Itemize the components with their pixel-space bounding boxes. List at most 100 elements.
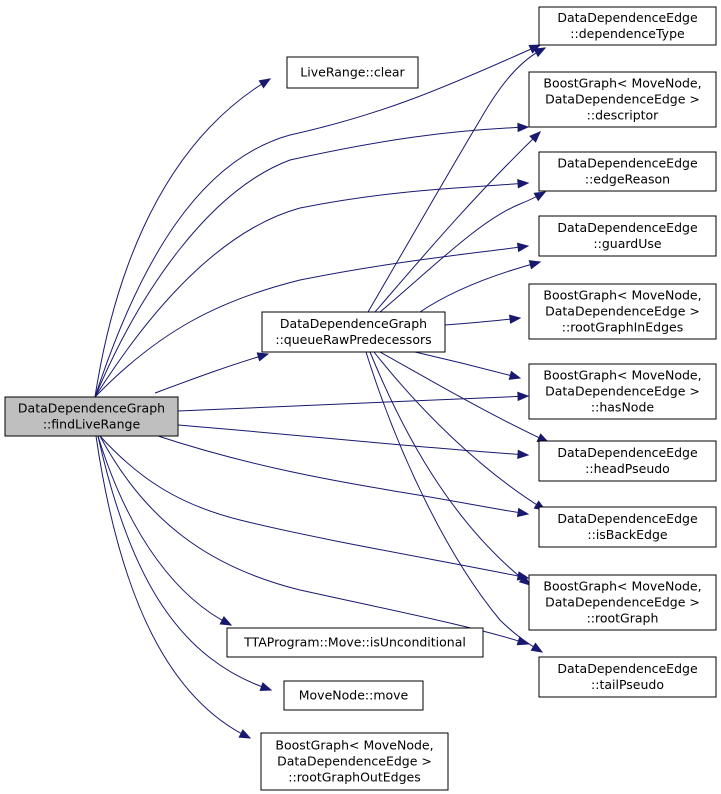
node-label-line: LiveRange::clear [300, 65, 405, 80]
arrowhead [528, 260, 542, 270]
edge-queue-to-headpseudo [379, 351, 549, 443]
node-label-line: TTAProgram::Move::isUnconditional [243, 635, 466, 650]
node-label-line: BoostGraph< MoveNode, [275, 738, 433, 753]
nodes-layer: DataDependenceGraph::findLiveRangeDataDe… [4, 6, 717, 791]
arrowhead [517, 122, 530, 133]
arrowhead [259, 682, 273, 692]
node-box [538, 151, 717, 192]
node-root-graph[interactable]: BoostGraph< MoveNode,DataDependenceEdge … [528, 574, 717, 631]
node-label-line: ::headPseudo [585, 461, 670, 476]
edge-findliverange-to-guarduse [94, 245, 529, 398]
node-is-unconditional[interactable]: TTAProgram::Move::isUnconditional [226, 627, 484, 658]
node-move-node-move[interactable]: MoveNode::move [283, 680, 424, 711]
edge-queue-to-rootgraph [369, 351, 531, 586]
node-head-pseudo[interactable]: DataDependenceEdge::headPseudo [538, 440, 717, 482]
edge-queue-to-guarduse [419, 261, 541, 313]
node-label-line: ::hasNode [591, 400, 654, 415]
arrowhead [516, 242, 530, 253]
node-label-line: ::dependenceType [570, 26, 685, 41]
edge-findliverange-to-movenode-move [97, 435, 272, 691]
edge-findliverange-to-rootgraphoutedges [95, 435, 251, 739]
node-box [528, 283, 717, 340]
node-tail-pseudo[interactable]: DataDependenceEdge::tailPseudo [538, 656, 717, 698]
edge-findliverange-to-queuerawpredecessors [154, 353, 269, 394]
node-root-graph-in-edges[interactable]: BoostGraph< MoveNode,DataDependenceEdge … [528, 283, 717, 340]
edge-findliverange-to-descriptor [94, 126, 529, 398]
node-label-line: DataDependenceEdge > [277, 754, 432, 769]
edge-findliverange-to-hasnode [177, 395, 529, 412]
node-box [538, 656, 717, 698]
node-box [538, 506, 717, 548]
node-label-line: DataDependenceEdge [557, 661, 698, 676]
edge-findliverange-to-dependencetype [94, 44, 541, 398]
node-label-line: ::rootGraphOutEdges [288, 770, 420, 785]
arrowhead [219, 615, 233, 626]
node-box [528, 574, 717, 631]
node-label-line: BoostGraph< MoveNode, [543, 76, 701, 91]
node-label-line: ::tailPseudo [591, 677, 664, 692]
edge-findliverange-to-isbackedge [154, 434, 529, 515]
node-guard-use[interactable]: DataDependenceEdge::guardUse [538, 215, 717, 257]
node-label-line: BoostGraph< MoveNode, [543, 368, 701, 383]
edge-queue-to-isbackedge [373, 351, 546, 511]
node-label-line: ::queueRawPredecessors [275, 332, 431, 347]
node-label-line: DataDependenceEdge [557, 220, 698, 235]
arrowhead [529, 131, 541, 143]
node-find-live-range[interactable]: DataDependenceGraph::findLiveRange [4, 396, 179, 437]
node-root-graph-out-edges[interactable]: BoostGraph< MoveNode,DataDependenceEdge … [260, 732, 449, 791]
arrowhead [256, 352, 270, 362]
node-box [283, 680, 424, 711]
node-box [538, 215, 717, 257]
node-box [260, 732, 449, 791]
node-label-line: DataDependenceEdge [557, 445, 698, 460]
node-label-line: DataDependenceEdge [557, 10, 698, 25]
node-label-line: DataDependenceEdge > [545, 92, 700, 107]
node-dependence-type[interactable]: DataDependenceEdge::dependenceType [538, 6, 717, 46]
node-has-node[interactable]: BoostGraph< MoveNode,DataDependenceEdge … [528, 363, 717, 420]
node-box [528, 71, 717, 128]
edge-queue-to-hasnode [414, 351, 521, 379]
edges-layer [94, 44, 550, 739]
node-box [538, 6, 717, 46]
node-label-line: BoostGraph< MoveNode, [543, 579, 701, 594]
node-label-line: ::rootGraph [587, 611, 659, 626]
arrowhead [517, 449, 530, 460]
arrowhead [516, 636, 530, 646]
edge-queue-to-rootgraphinedges [444, 317, 521, 326]
node-label-line: DataDependenceGraph [280, 316, 427, 331]
arrowhead [518, 574, 532, 586]
node-label-line: DataDependenceGraph [18, 401, 165, 416]
arrowhead [530, 642, 544, 653]
arrowhead [238, 729, 252, 739]
node-label-line: DataDependenceEdge > [545, 304, 700, 319]
node-label-line: ::rootGraphInEdges [562, 320, 683, 335]
edge-findliverange-to-headpseudo [177, 424, 529, 456]
node-label-line: MoveNode::move [299, 688, 409, 703]
node-is-back-edge[interactable]: DataDependenceEdge::isBackEdge [538, 506, 717, 548]
node-box [226, 627, 484, 658]
edge-findliverange-to-tailpseudo [99, 435, 529, 645]
node-live-range-clear[interactable]: LiveRange::clear [286, 56, 419, 89]
node-label-line: ::edgeReason [585, 172, 670, 187]
node-box [538, 440, 717, 482]
edge-findliverange-to-edgereason [94, 182, 529, 398]
arrowhead [258, 78, 272, 89]
node-label-line: ::findLiveRange [43, 417, 141, 432]
edge-queue-to-dependencetype [367, 47, 546, 313]
arrowhead [517, 391, 530, 402]
edge-findliverange-to-rootgraph [99, 435, 529, 579]
edge-queue-to-descriptor [374, 131, 541, 313]
edge-findliverange-to-isunconditional [97, 435, 232, 626]
arrowhead [533, 191, 547, 202]
node-edge-reason[interactable]: DataDependenceEdge::edgeReason [538, 151, 717, 192]
node-queue-raw-predecessors[interactable]: DataDependenceGraph::queueRawPredecessor… [261, 311, 446, 353]
node-label-line: DataDependenceEdge > [545, 595, 700, 610]
arrowhead [508, 370, 522, 380]
edge-findliverange-to-liverange-clear [94, 78, 271, 398]
node-box [286, 56, 419, 89]
arrowhead [533, 47, 547, 58]
node-label-line: DataDependenceEdge [557, 511, 698, 526]
arrowhead [516, 507, 530, 518]
node-descriptor[interactable]: BoostGraph< MoveNode,DataDependenceEdge … [528, 71, 717, 128]
